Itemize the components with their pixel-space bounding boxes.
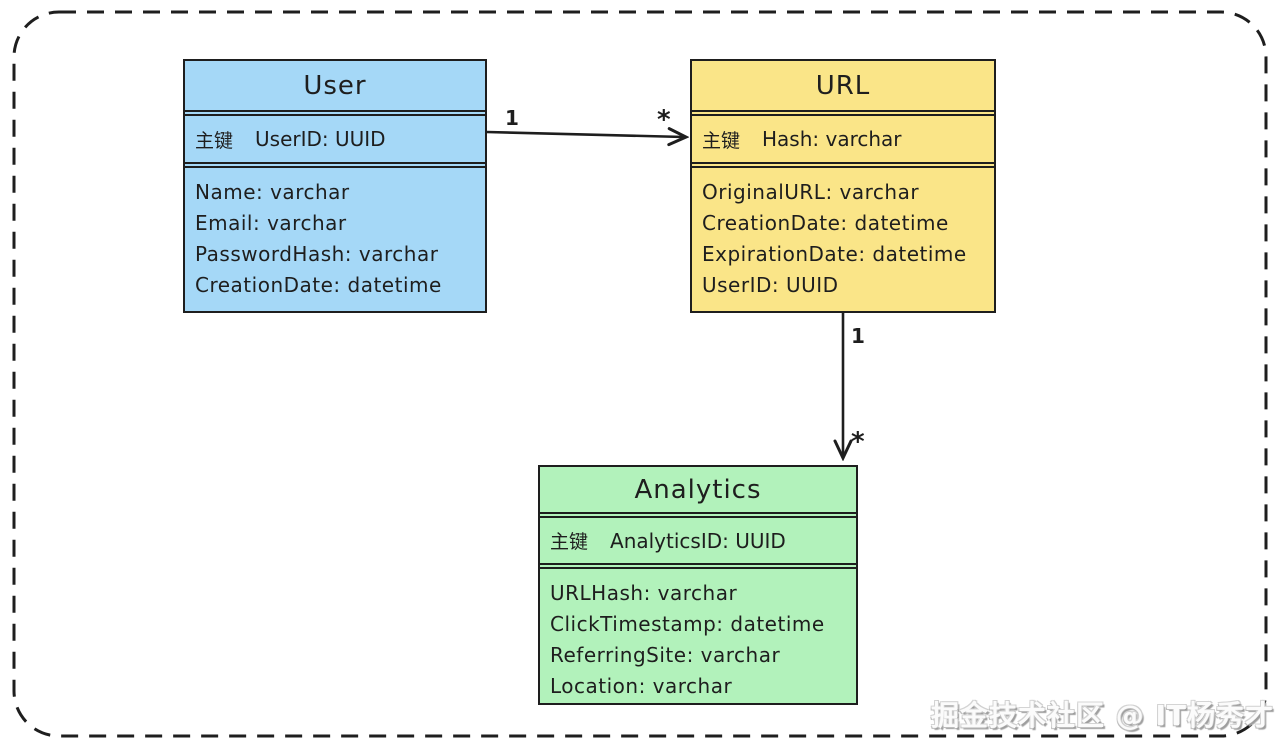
field-row: ClickTimestamp: datetime [550,612,825,636]
divider-double-line [540,563,856,569]
primary-key-field: AnalyticsID: UUID [610,528,786,553]
divider-double-line [185,162,485,168]
primary-key-label: 主键 [195,129,234,152]
field-row: PasswordHash: varchar [195,242,439,266]
field-list: Name: varchar Email: varchar PasswordHas… [185,168,485,311]
field-row: ReferringSite: varchar [550,643,781,667]
primary-key-row: 主键 UserID: UUID [185,116,485,162]
entity-title: User [303,70,367,101]
divider-double-line [692,162,994,168]
field-list: URLHash: varchar ClickTimestamp: datetim… [540,569,856,707]
primary-key-row: 主键 AnalyticsID: UUID [540,518,856,563]
primary-key-row: 主键 Hash: varchar [692,116,994,162]
entity-title: Analytics [634,474,762,505]
field-row: URLHash: varchar [550,581,738,605]
field-row: UserID: UUID [702,273,839,297]
primary-key-label: 主键 [550,531,589,553]
cardinality-label-user-one: 1 [505,106,519,130]
field-row: CreationDate: datetime [195,273,442,297]
entity-table-analytics: Analytics 主键 AnalyticsID: UUID URLHash: … [538,465,858,705]
primary-key-label: 主键 [702,129,741,152]
field-row: Name: varchar [195,180,350,204]
field-row: CreationDate: datetime [702,211,949,235]
primary-key-field: UserID: UUID [255,127,386,151]
field-row: Location: varchar [550,674,733,698]
divider-double-line [692,110,994,116]
cardinality-label-url-many: * [657,105,671,135]
field-row: ExpirationDate: datetime [702,242,967,266]
cardinality-label-analytics-many: * [851,427,865,457]
field-row: OriginalURL: varchar [702,180,920,204]
divider-double-line [185,110,485,116]
field-row: Email: varchar [195,211,347,235]
entity-table-user: User 主键 UserID: UUID Name: varchar Email… [183,59,487,313]
cardinality-label-url-one: 1 [851,324,865,348]
relation-user-url-arrow [486,132,684,137]
primary-key-field: Hash: varchar [762,127,902,151]
entity-title: URL [815,70,871,101]
watermark-text: 掘金技术社区 @ IT杨秀才 [930,699,1274,732]
field-list: OriginalURL: varchar CreationDate: datet… [692,168,994,311]
entity-table-url: URL 主键 Hash: varchar OriginalURL: varcha… [690,59,996,313]
divider-double-line [540,512,856,518]
